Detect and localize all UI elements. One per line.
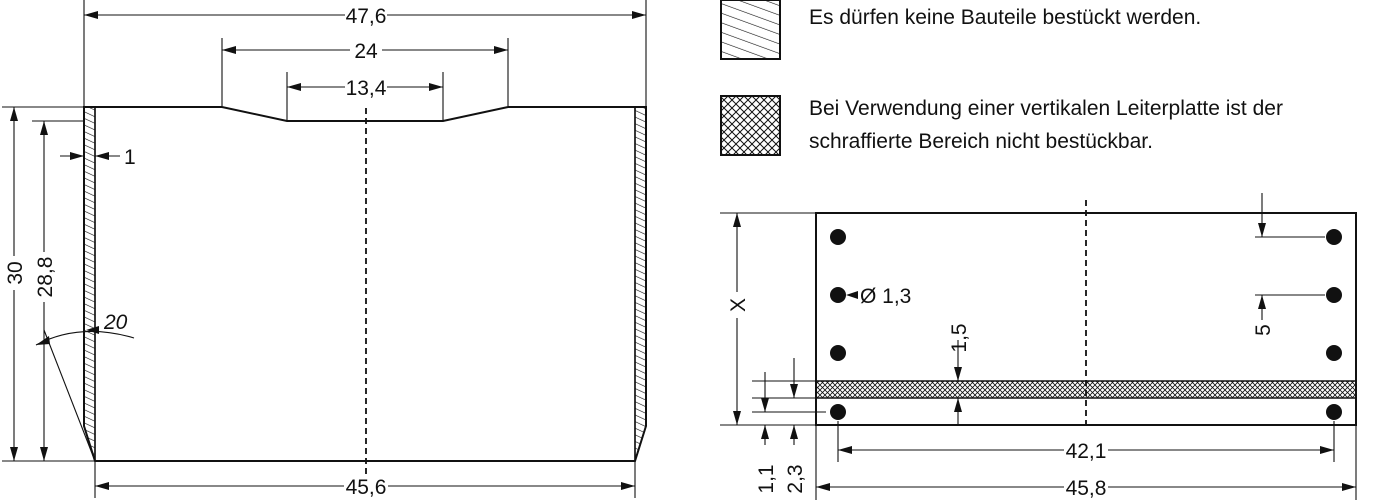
pin-hole: [1326, 287, 1342, 303]
dim-notch-top: 24: [221, 37, 509, 106]
dim-overall-width-label: 47,6: [346, 5, 387, 28]
dim-total-width: 45,8: [815, 426, 1357, 500]
dim-total-width-label: 45,8: [1066, 477, 1107, 500]
dim-hole-diameter: Ø 1,3: [846, 285, 911, 308]
dim-pin-pitch-label: 5: [1252, 324, 1275, 336]
dim-height-x-label: X: [727, 298, 750, 312]
pin-hole: [1326, 345, 1342, 361]
dim-draft-angle: 20: [35, 311, 135, 462]
legend-no-components-text: Es dürfen keine Bauteile bestückt werden…: [809, 6, 1201, 29]
dim-base-width-label: 45,6: [346, 476, 387, 499]
dim-pin-pitch: 5: [1252, 193, 1325, 336]
dim-draft-angle-label: 20: [103, 311, 128, 334]
housing-outline: [83, 106, 647, 462]
pin-holes: [830, 229, 1342, 420]
dim-wall-thickness: 1: [60, 146, 136, 169]
dim-overall-width: 47,6: [83, 0, 647, 106]
dim-offset-b-label: 2,3: [784, 464, 807, 493]
left-view: 47,6 24 13,4 1: [2, 0, 647, 499]
legend-no-components-swatch: [720, 0, 781, 60]
dim-notch-top-label: 24: [354, 40, 378, 63]
dim-offsets: 1,1 2,3: [752, 358, 826, 494]
right-wall-hatch: [634, 106, 647, 462]
dim-notch-bottom: 13,4: [286, 72, 444, 120]
left-wall-hatch: [83, 106, 96, 462]
dim-strip-height-label: 1,5: [948, 323, 971, 352]
pin-hole: [830, 229, 846, 245]
dim-base-width: 45,6: [94, 462, 636, 499]
pin-hole: [1326, 229, 1342, 245]
dim-pin-span-label: 42,1: [1066, 440, 1107, 463]
pin-hole: [1326, 404, 1342, 420]
pin-hole: [830, 345, 846, 361]
dim-wall-thickness-label: 1: [124, 146, 136, 169]
pin-hole: [830, 404, 846, 420]
pin-hole: [830, 287, 846, 303]
dim-notch-bottom-label: 13,4: [346, 77, 387, 100]
dim-inner-height-label: 28,8: [34, 257, 57, 298]
dim-height-x: X: [720, 212, 815, 426]
legend-vertical-pcb-swatch: [720, 95, 781, 156]
dim-offset-a-label: 1,1: [755, 464, 778, 493]
right-view: Ø 1,3 X 1,5 5: [720, 193, 1357, 500]
dim-hole-diameter-label: Ø 1,3: [860, 285, 911, 308]
legend-vertical-pcb-text-2: schraffierte Bereich nicht bestückbar.: [809, 130, 1153, 153]
legend-vertical-pcb-text-1: Bei Verwendung einer vertikalen Leiterpl…: [809, 97, 1283, 120]
dim-overall-height: 30: [2, 106, 95, 462]
legend: Es dürfen keine Bauteile bestückt werden…: [720, 0, 1283, 156]
dim-strip-height: 1,5: [948, 323, 971, 424]
dim-overall-height-label: 30: [4, 261, 27, 284]
dim-inner-height: 28,8: [32, 120, 84, 461]
dim-pin-span: 42,1: [837, 421, 1335, 463]
